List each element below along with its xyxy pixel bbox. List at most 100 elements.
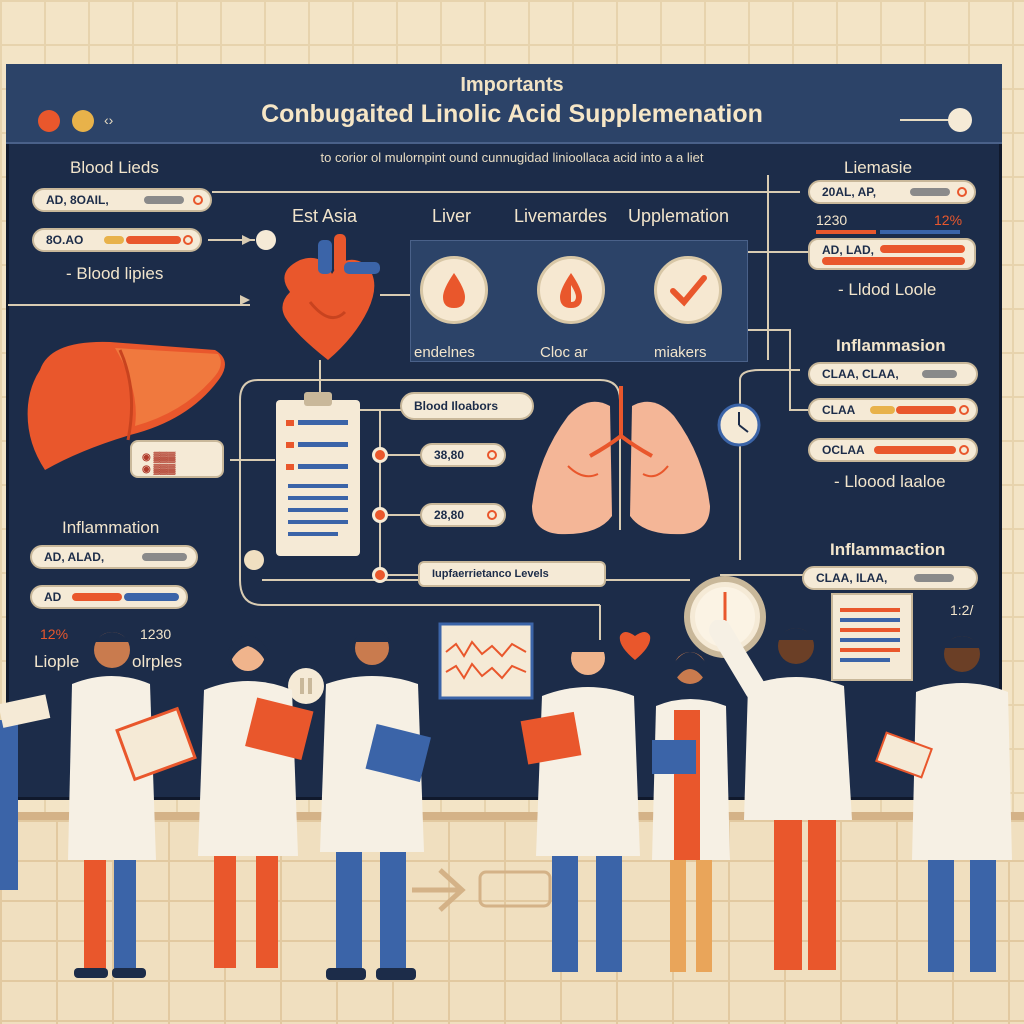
upplemation-label: Upplemation bbox=[628, 206, 730, 226]
blood-markers-pill: Blood Iloabors bbox=[400, 392, 534, 420]
pill-bar bbox=[72, 593, 122, 601]
liver-icon bbox=[27, 341, 225, 470]
right-value-a: 1230 bbox=[816, 212, 848, 228]
pause-icon bbox=[308, 678, 312, 694]
right-pill-1: 20AL, AP, bbox=[808, 180, 976, 204]
inflammation-pill-1: AD, ALAD, bbox=[30, 545, 198, 569]
pill-bar bbox=[126, 236, 181, 244]
pill-end-icon bbox=[957, 187, 967, 197]
pill-end-icon bbox=[193, 195, 203, 205]
window-close-dot[interactable] bbox=[38, 110, 60, 132]
slider-track[interactable] bbox=[900, 119, 950, 121]
right-pill-2: AD, LAD, bbox=[808, 238, 976, 270]
title-bar bbox=[6, 64, 1002, 144]
pill-end-icon bbox=[959, 405, 969, 415]
pill-bar bbox=[822, 257, 965, 265]
right-pill-3: CLAA, CLAA, bbox=[808, 362, 978, 386]
drop-button[interactable] bbox=[537, 256, 605, 324]
pill-label: AD bbox=[44, 590, 62, 604]
pause-button[interactable] bbox=[288, 668, 324, 704]
doctor-1 bbox=[0, 694, 51, 890]
blood-drop-icon bbox=[443, 273, 465, 308]
pill-label: Blood Iloabors bbox=[414, 399, 498, 413]
miakers-label: miakers bbox=[654, 344, 707, 361]
liemasie-heading: Liemasie bbox=[844, 158, 913, 177]
blood-drop-button[interactable] bbox=[420, 256, 488, 324]
doctor-6 bbox=[652, 652, 730, 972]
pct-left: 12% bbox=[40, 626, 69, 642]
chevron-icon: ‹› bbox=[104, 112, 114, 128]
pill-bar bbox=[124, 593, 179, 601]
doctor-8 bbox=[875, 636, 1012, 972]
medical-team-illustration bbox=[0, 620, 1012, 980]
connector-node bbox=[372, 507, 388, 523]
lidood-loole-label: - Lldod Loole bbox=[838, 280, 937, 299]
value-pill-1: 38,80 bbox=[420, 443, 506, 467]
pct-right: 1230 bbox=[140, 626, 172, 642]
pill-bar bbox=[880, 245, 965, 253]
right-pill-6: CLAA, ILAA, bbox=[802, 566, 978, 590]
pill-label: OCLAA bbox=[822, 443, 865, 457]
pill-bar bbox=[922, 370, 957, 378]
window-minimize-dot[interactable] bbox=[72, 110, 94, 132]
pause-icon bbox=[300, 678, 304, 694]
pill-bar bbox=[914, 574, 954, 582]
vitals-chart-icon bbox=[438, 622, 534, 700]
liople-label: Liople bbox=[34, 652, 80, 671]
title-line1: Importants bbox=[460, 74, 564, 96]
inflammation-pill-2: AD bbox=[30, 585, 188, 609]
livemardes-label: Livemardes bbox=[514, 206, 608, 226]
doctor-4 bbox=[320, 630, 431, 980]
blood-lipids-heading: Blood Lieds bbox=[70, 158, 159, 177]
range-bar bbox=[816, 230, 876, 234]
blood-lipies-label: - Blood lipies bbox=[66, 264, 164, 283]
est-asia-label: Est Asia bbox=[292, 206, 358, 226]
pill-end-icon bbox=[959, 445, 969, 455]
connector-node bbox=[244, 550, 264, 570]
drop-icon bbox=[560, 273, 582, 308]
olrples-label: olrples bbox=[132, 652, 183, 671]
floor bbox=[0, 820, 1024, 1024]
pill-end-icon bbox=[487, 510, 497, 520]
heart-icon bbox=[282, 234, 380, 360]
pill-label: AD, ALAD, bbox=[44, 550, 105, 564]
inflammation-heading-right-2: Inflammaction bbox=[830, 540, 946, 559]
report-clipboard-icon bbox=[276, 392, 360, 556]
range-bar bbox=[880, 230, 960, 234]
doctor-5 bbox=[520, 640, 640, 972]
report-sheet-icon bbox=[831, 593, 913, 681]
pill-bar bbox=[870, 406, 895, 414]
lioood-laaloe-label: - Lloood laaloe bbox=[834, 472, 946, 491]
right-pill-5: OCLAA bbox=[808, 438, 978, 462]
doctor-2 bbox=[68, 632, 197, 978]
pill-label: CLAA, ILAA, bbox=[816, 571, 888, 585]
pill-label: 28,80 bbox=[434, 508, 465, 522]
marker-icon: ◉ ▓▓▓ bbox=[142, 452, 176, 463]
liver-marker-pill: ◉ ▓▓▓ ◉ ▓▓▓ bbox=[130, 440, 224, 478]
check-button[interactable] bbox=[654, 256, 722, 324]
connector-node bbox=[372, 567, 388, 583]
subtitle: to corior ol mulornpint ound cunnugidad … bbox=[320, 150, 704, 165]
pill-bar bbox=[142, 553, 187, 561]
pill-label: 38,80 bbox=[434, 448, 465, 462]
pill-bar bbox=[910, 188, 950, 196]
pill-label: Iupfaerrietanco Levels bbox=[432, 568, 549, 580]
small-clock-icon bbox=[717, 403, 761, 447]
pill-bar bbox=[144, 196, 184, 204]
pill-label: CLAA bbox=[822, 403, 856, 417]
heart-small-icon bbox=[619, 632, 651, 660]
pill-label: AD, 8OAIL, bbox=[46, 193, 109, 207]
blood-lipids-pill-2: 8O.AO bbox=[32, 228, 202, 252]
pill-bar bbox=[896, 406, 956, 414]
connector-node bbox=[256, 230, 276, 250]
blood-lipids-pill-1: AD, 8OAIL, bbox=[32, 188, 212, 212]
clocar-label: Cloc ar bbox=[540, 344, 588, 361]
slider-knob[interactable] bbox=[948, 108, 972, 132]
pill-label: CLAA, CLAA, bbox=[822, 367, 899, 381]
pill-end-icon bbox=[183, 235, 193, 245]
floor-arrow-icon bbox=[412, 868, 552, 912]
liver-label: Liver bbox=[432, 206, 472, 226]
doctor-3 bbox=[198, 635, 314, 968]
endelnes-label: endelnes bbox=[414, 344, 475, 361]
